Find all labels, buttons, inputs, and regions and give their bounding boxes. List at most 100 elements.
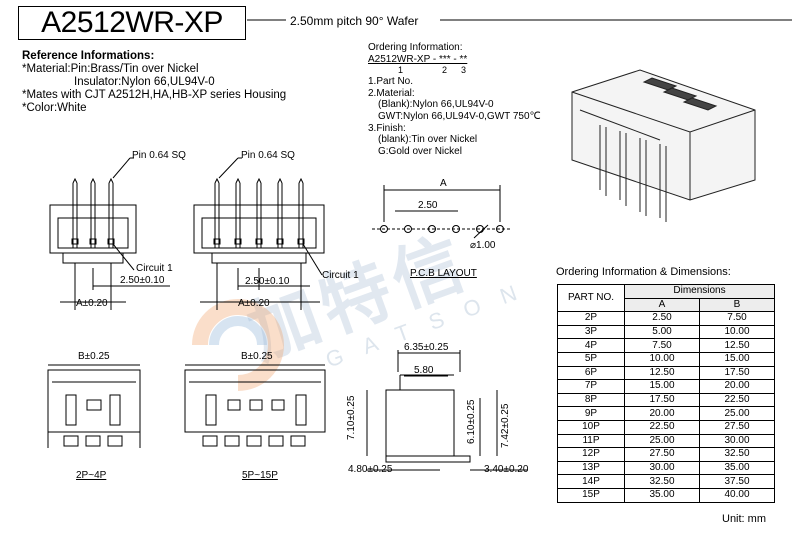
- pin-label: Pin 0.64 SQ: [241, 150, 295, 161]
- circuit-label: Circuit 1: [136, 263, 173, 274]
- part-no-cell: 4P: [557, 338, 625, 353]
- circuit-label: Circuit 1: [322, 270, 359, 281]
- pin-label: Pin 0.64 SQ: [132, 150, 186, 161]
- col-b: B: [699, 297, 775, 313]
- part-no-cell: 13P: [557, 460, 625, 476]
- table-title: Ordering Information & Dimensions:: [556, 266, 731, 278]
- a-cell: 7.50: [624, 338, 700, 353]
- pcb-layout: [372, 185, 512, 239]
- side-dim: 6.35±0.25: [404, 342, 449, 353]
- ordering-line: GWT:Nylon 66,UL94V-0,GWT 750℃: [378, 110, 541, 122]
- pcb-hole: ⌀1.00: [470, 240, 496, 251]
- bottom-view-2p-4p: [47, 364, 141, 448]
- a-dim: A±0.20: [76, 298, 108, 309]
- b-cell: 12.50: [699, 338, 775, 353]
- ordering-line: G:Gold over Nickel: [378, 145, 462, 157]
- a-cell: 35.00: [624, 487, 700, 503]
- reference-line: *Material:Pin:Brass/Tin over Nickel: [22, 63, 199, 75]
- reference-info: Reference Informations: *Material:Pin:Br…: [22, 50, 286, 115]
- b-cell: 22.50: [699, 392, 775, 408]
- reference-line: *Mates with CJT A2512H,HA,HB-XP series H…: [22, 89, 287, 101]
- a-cell: 10.00: [624, 351, 700, 367]
- front-view-3p: [49, 157, 170, 310]
- b-cell: 7.50: [699, 311, 775, 326]
- part-no-cell: 11P: [557, 433, 625, 449]
- view-caption: 2P~4P: [76, 470, 107, 481]
- product-title: A2512WR-XP: [18, 6, 246, 40]
- part-no-cell: 6P: [557, 365, 625, 381]
- part-no-cell: 12P: [557, 447, 625, 462]
- unit-label: Unit: mm: [722, 513, 766, 525]
- b-cell: 25.00: [699, 406, 775, 421]
- pitch-dim: 2.50±0.10: [245, 276, 290, 287]
- col-group: Dimensions: [624, 284, 775, 299]
- a-cell: 5.00: [624, 324, 700, 340]
- part-no-cell: 2P: [557, 311, 625, 326]
- b-cell: 10.00: [699, 324, 775, 340]
- b-cell: 35.00: [699, 460, 775, 476]
- a-cell: 2.50: [624, 311, 700, 326]
- side-dim: 7.10±0.25: [346, 395, 357, 440]
- code-num: 2: [442, 65, 448, 76]
- pcb-a: A: [440, 178, 447, 189]
- pitch-dim: 2.50±0.10: [120, 275, 165, 286]
- side-dim: 4.80±0.25: [348, 464, 393, 475]
- part-no-cell: 9P: [557, 406, 625, 421]
- b-cell: 15.00: [699, 351, 775, 367]
- col-a: A: [624, 297, 700, 313]
- b-cell: 37.50: [699, 474, 775, 489]
- side-dim: 7.42±0.25: [500, 403, 511, 448]
- col-part: PART NO.: [557, 283, 625, 313]
- a-cell: 15.00: [624, 379, 700, 394]
- a-cell: 30.00: [624, 460, 700, 476]
- reference-heading: Reference Informations:: [22, 50, 155, 62]
- part-no-cell: 5P: [557, 351, 625, 367]
- a-cell: 12.50: [624, 365, 700, 381]
- side-dim: 5.80: [414, 365, 434, 376]
- code-num: 3: [461, 65, 467, 76]
- code-num: 1: [398, 65, 404, 76]
- part-no-cell: 10P: [557, 419, 625, 435]
- ordering-line: 2.Material:: [368, 87, 415, 99]
- a-cell: 17.50: [624, 392, 700, 408]
- b-cell: 30.00: [699, 433, 775, 449]
- part-no-cell: 8P: [557, 392, 625, 408]
- b-dim: B±0.25: [78, 351, 110, 362]
- part-no-cell: 15P: [557, 487, 625, 503]
- a-cell: 20.00: [624, 406, 700, 421]
- product-subtitle: 2.50mm pitch 90° Wafer: [290, 14, 419, 28]
- ordering-line: (blank):Tin over Nickel: [378, 134, 478, 146]
- b-cell: 17.50: [699, 365, 775, 381]
- a-dim: A±0.20: [238, 298, 270, 309]
- reference-line: *Color:White: [22, 102, 87, 114]
- a-cell: 32.50: [624, 474, 700, 489]
- isometric-view: [571, 69, 756, 222]
- ordering-heading: Ordering Information:: [368, 42, 463, 53]
- ordering-code: A2512WR-XP - *** - **: [368, 53, 468, 65]
- ordering-line: 3.Finish:: [368, 122, 406, 134]
- part-no-cell: 3P: [557, 324, 625, 340]
- bottom-view-5p-15p: [184, 364, 326, 447]
- ordering-line: 1.Part No.: [368, 76, 414, 88]
- ordering-line: (Blank):Nylon 66,UL94V-0: [378, 99, 494, 111]
- b-dim: B±0.25: [241, 351, 273, 362]
- pcb-pitch: 2.50: [418, 200, 438, 211]
- b-cell: 27.50: [699, 419, 775, 435]
- b-cell: 40.00: [699, 487, 775, 503]
- view-caption: 5P~15P: [242, 470, 278, 481]
- a-cell: 25.00: [624, 433, 700, 449]
- ordering-info: Ordering Information: A2512WR-XP - *** -…: [368, 42, 541, 157]
